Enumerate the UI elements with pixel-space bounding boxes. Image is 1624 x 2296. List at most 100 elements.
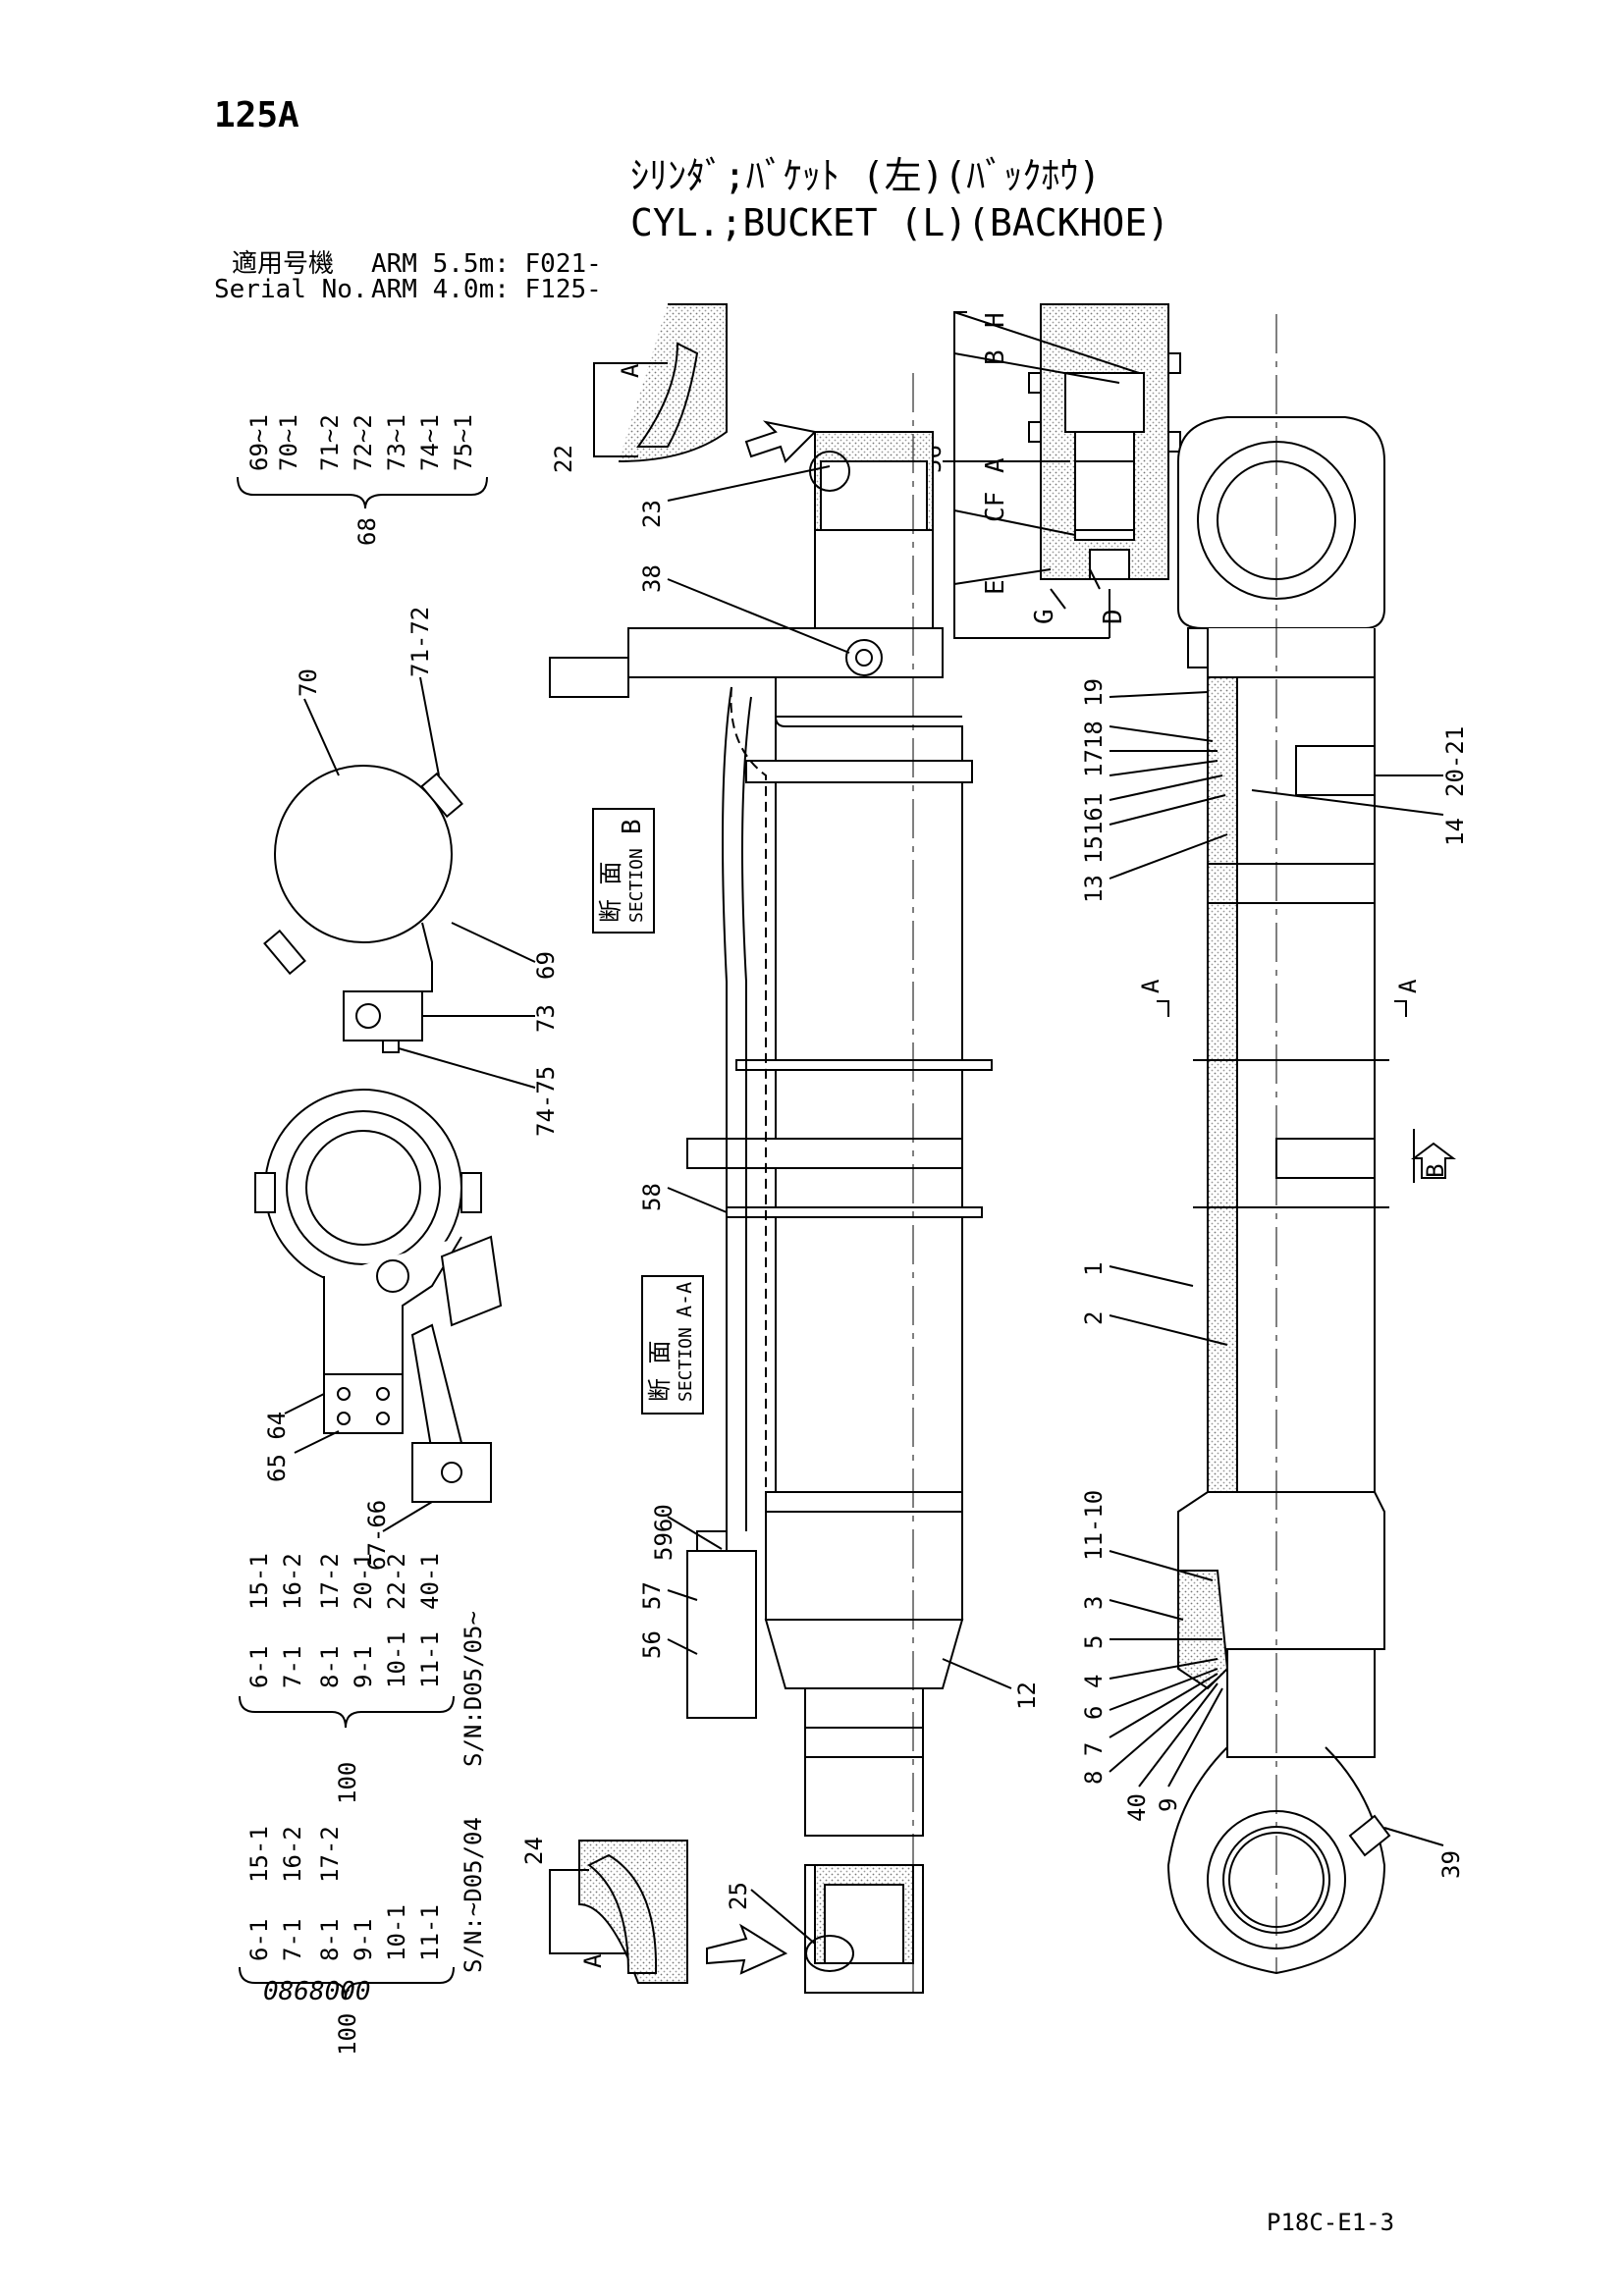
callout-6: 6 (1080, 1706, 1108, 1720)
callouts-main: 23 38 58 5960 57 56 12 25 (638, 451, 1041, 1972)
section-aa-label: 断 面 SECTION A-A (641, 1275, 704, 1415)
kit-100-new-group: 6-1 7-1 8-1 9-1 10-1 11-1 15-1 16-2 17-2… (239, 1553, 487, 1804)
callout-19: 19 (1080, 678, 1108, 707)
callout-15-16: 15161 (1080, 793, 1108, 864)
callout-B: B (1422, 1164, 1449, 1178)
callout-58: 58 (638, 1183, 666, 1211)
callout-4: 4 (1080, 1675, 1108, 1688)
kit-100-old-item: 10-1 (383, 1904, 410, 1961)
clamp-detail: 70 71-72 69 73 74-75 (263, 607, 560, 1137)
callout-56: 56 (638, 1630, 666, 1659)
callout-14: 14 (1441, 818, 1469, 846)
kit-100-old-item: 8-1 (316, 1919, 344, 1961)
callout-38: 38 (638, 564, 666, 593)
callout-A: A (1394, 979, 1422, 993)
serial-label-english: Serial No. (214, 275, 368, 304)
kit-100-new-serial: S/N:D05/05~ (460, 1611, 487, 1767)
page-reference: P18C-E1-3 (1267, 2209, 1395, 2236)
callout-8-7: 8 7 (1080, 1742, 1108, 1785)
detail-label-E: E (981, 579, 1010, 595)
section-aa-letter: A-A (673, 1282, 696, 1317)
detail-a-top: A 22 (550, 303, 818, 473)
kit-68-item: 72~2 (350, 414, 377, 471)
cylinder-exterior (549, 373, 993, 1994)
page-code: 125A (214, 95, 299, 135)
detail-a-bottom: A 24 (520, 1837, 788, 1984)
callout-5: 5 (1080, 1635, 1108, 1649)
callout-2: 2 (1080, 1311, 1108, 1325)
callout-65-64: 65 64 (263, 1412, 291, 1482)
kit-100-new-item: 11-1 (416, 1631, 444, 1688)
callout-59-60: 5960 (650, 1504, 677, 1561)
callout-1: 1 (1080, 1262, 1108, 1276)
callout-A: A (579, 1953, 607, 1968)
kit-100-old-item: 6-1 (245, 1919, 273, 1961)
kit-100-new-item: 9-1 (350, 1646, 377, 1688)
kit-100-new-item: 17-2 (316, 1553, 344, 1610)
callout-A: A (617, 363, 644, 378)
callout-22: 22 (550, 445, 577, 473)
callout-3: 3 (1080, 1596, 1108, 1610)
kit-100-old-item: 7-1 (279, 1919, 306, 1961)
detail-label-A: A (981, 457, 1010, 473)
section-b-letter: B (618, 819, 647, 834)
detail-label-B: B (981, 349, 1010, 365)
section-aa-en: SECTION (676, 1327, 696, 1402)
serial-arm-4-0: ARM 4.0m: F125- (371, 275, 602, 304)
callout-13: 13 (1080, 875, 1108, 903)
section-aa-jp: 断 面 (646, 1341, 674, 1402)
kit-100-new-item: 15-1 (245, 1553, 273, 1610)
kit-100-old-label: 100 (334, 2013, 361, 2056)
callout-12: 12 (1013, 1682, 1041, 1710)
callout-67-66: 67-66 (363, 1500, 391, 1571)
kit-100-new-label: 100 (334, 1762, 361, 1804)
kit-100-old-item: 17-2 (316, 1826, 344, 1883)
callout-25: 25 (725, 1882, 752, 1910)
kit-100-old-item: 11-1 (416, 1904, 444, 1961)
callout-24: 24 (520, 1837, 548, 1865)
callout-23: 23 (638, 500, 666, 528)
kit-68-item: 74~1 (416, 414, 444, 471)
kit-100-new-item: 6-1 (245, 1646, 273, 1688)
detail-label-D: D (1099, 609, 1128, 624)
detail-label-CF: CF (981, 492, 1010, 522)
callout-40: 40 (1123, 1793, 1151, 1822)
callout-9: 9 (1155, 1798, 1182, 1812)
section-b-jp: 断 面 (597, 862, 624, 923)
callouts-right: 19 1718 15161 13 14 20-21 1 2 11-10 3 5 (1080, 678, 1469, 1879)
section-b-label: 断 面 SECTION B (592, 808, 655, 934)
kit-100-new-item: 40-1 (416, 1553, 444, 1610)
serial-label-japanese: 適用号機 (232, 249, 335, 279)
detail-label-G: G (1030, 609, 1059, 624)
drawing-number: 0868000 (263, 1977, 371, 2006)
kit-68-group: 69~1 70~1 71~2 72~2 73~1 74~1 75~1 68 (237, 414, 488, 546)
callout-A: A (1137, 979, 1164, 993)
kit-100-old-item: 9-1 (350, 1919, 377, 1961)
kit-68-item: 69~1 (245, 414, 273, 471)
kit-100-new-item: 8-1 (316, 1646, 344, 1688)
kit-100-new-item: 16-2 (279, 1553, 306, 1610)
callout-20-21: 20-21 (1441, 726, 1469, 797)
callout-70: 70 (295, 668, 322, 697)
callout-69: 69 (532, 951, 560, 980)
callout-17-18: 1718 (1080, 721, 1108, 777)
kit-100-old-group: 6-1 7-1 8-1 9-1 10-1 11-1 15-1 16-2 17-2… (239, 1817, 487, 2056)
bracket-detail: 65 64 67-66 (254, 1089, 503, 1571)
callout-39: 39 (1437, 1850, 1465, 1879)
title-english: CYL.;BUCKET (L)(BACKHOE) (630, 201, 1170, 244)
kit-100-new-item: 20-1 (350, 1553, 377, 1610)
kit-100-new-item: 7-1 (279, 1646, 306, 1688)
section-b-en: SECTION (626, 848, 647, 923)
kit-68-item: 70~1 (275, 414, 302, 471)
serial-arm-5-5: ARM 5.5m: F021- (371, 249, 602, 279)
detail-label-H: H (981, 312, 1010, 328)
kit-68-label: 68 (353, 517, 381, 546)
kit-68-item: 73~1 (383, 414, 410, 471)
kit-100-new-item: 10-1 (383, 1631, 410, 1688)
kit-68-item: 75~1 (450, 414, 477, 471)
title-japanese: ｼﾘﾝﾀﾞ;ﾊﾞｹｯﾄ (左)(ﾊﾞｯｸﾎｳ) (630, 154, 1102, 197)
callout-11-10: 11-10 (1080, 1490, 1108, 1561)
kit-100-new-item: 22-2 (383, 1553, 410, 1610)
kit-100-old-serial: S/N:~D05/04 (460, 1817, 487, 1973)
